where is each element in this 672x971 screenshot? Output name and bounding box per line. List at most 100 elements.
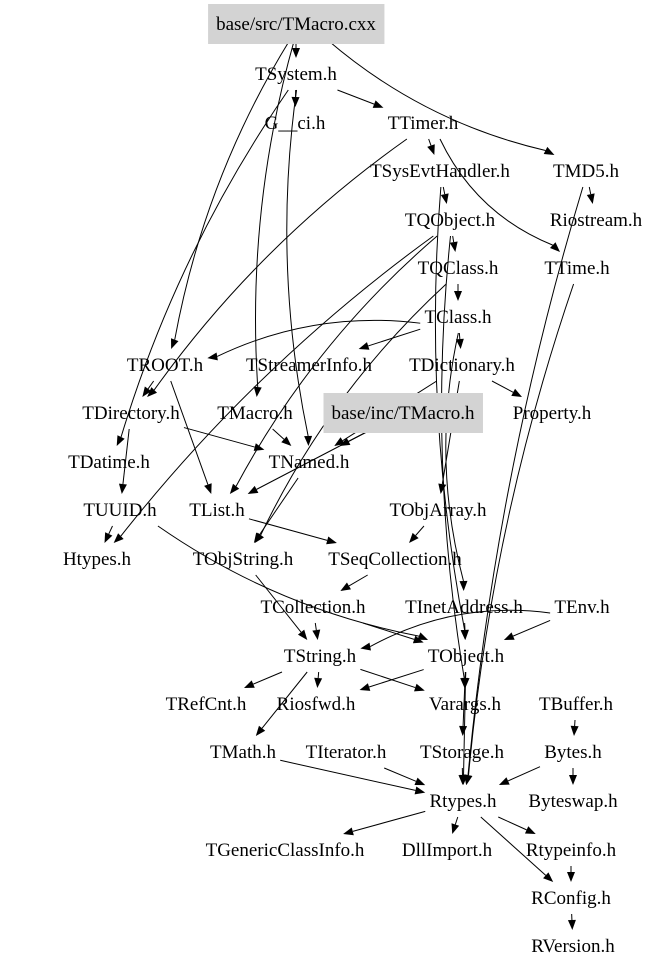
node-ttime[interactable]: TTime.h: [544, 258, 610, 279]
node-tsysevthandler[interactable]: TSysEvtHandler.h: [370, 161, 510, 182]
node-tenv[interactable]: TEnv.h: [554, 597, 610, 618]
node-tobjarray[interactable]: TObjArray.h: [389, 500, 487, 521]
edge-troot-to-tdirectory: [142, 380, 155, 397]
edge-line: [108, 525, 113, 535]
edge-tinetaddress-to-tobject: [460, 622, 469, 640]
arrowhead-icon: [543, 146, 555, 155]
arrowhead-icon: [314, 677, 323, 688]
node-tqobject[interactable]: TQObject.h: [405, 210, 496, 231]
node-tmath[interactable]: TMath.h: [210, 742, 276, 763]
arrowhead-icon: [255, 725, 266, 736]
node-tgenericclassinfo[interactable]: TGenericClassInfo.h: [206, 840, 365, 861]
node-troot[interactable]: TROOT.h: [127, 355, 204, 376]
edge-line: [507, 766, 541, 782]
edge-line: [498, 816, 527, 831]
node-g-ci[interactable]: G__ci.h: [265, 113, 326, 134]
arrowhead-icon: [511, 388, 522, 397]
node-tobject[interactable]: TObject.h: [428, 646, 505, 667]
node-property[interactable]: Property.h: [513, 403, 592, 424]
arrowhead-icon: [229, 483, 240, 494]
node-label: RVersion.h: [531, 936, 615, 957]
edge-tcollection-to-tobject: [362, 622, 424, 644]
node-byteswap[interactable]: Byteswap.h: [528, 791, 618, 812]
edge-line: [280, 759, 416, 791]
node-label: TSystem.h: [255, 64, 337, 85]
edge-rtypes-to-rtypeinfo: [498, 816, 536, 834]
node-rversion[interactable]: RVersion.h: [531, 936, 615, 957]
node-inc-tmacro-h[interactable]: base/inc/TMacro.h: [323, 393, 483, 433]
node-label: TList.h: [189, 500, 245, 521]
edge-line: [337, 89, 375, 105]
edge-tmacro-to-tnamed: [272, 428, 292, 446]
edge-bytes-to-rtypes: [498, 766, 541, 785]
edge-ttimer-to-ttime: [439, 138, 561, 252]
edge-inc_tmacro_h-to-tlist: [247, 428, 373, 494]
node-tsystem[interactable]: TSystem.h: [255, 64, 337, 85]
arrowhead-icon: [567, 872, 575, 882]
node-label: Htypes.h: [63, 549, 132, 570]
node-ttimer[interactable]: TTimer.h: [388, 113, 459, 134]
arrowhead-icon: [326, 536, 337, 545]
edge-line: [153, 138, 408, 391]
node-bytes[interactable]: Bytes.h: [544, 742, 602, 763]
node-tuuid[interactable]: TUUID.h: [83, 500, 157, 521]
node-tmacro[interactable]: TMacro.h: [217, 403, 293, 424]
node-label: TDatime.h: [68, 452, 150, 473]
node-label: Bytes.h: [544, 742, 602, 763]
arrowhead-icon: [253, 532, 263, 543]
arrowhead-icon: [142, 386, 152, 397]
arrowhead-icon: [409, 532, 419, 543]
arrowhead-icon: [118, 483, 127, 494]
node-tclass[interactable]: TClass.h: [424, 307, 492, 328]
node-trefcnt[interactable]: TRefCnt.h: [166, 694, 247, 715]
edge-line: [253, 671, 283, 685]
node-tnamed[interactable]: TNamed.h: [269, 452, 350, 473]
node-rtypes[interactable]: Rtypes.h: [429, 791, 497, 812]
node-riostream[interactable]: Riostream.h: [550, 210, 643, 231]
node-rconfig[interactable]: RConfig.h: [531, 888, 611, 909]
edge-line: [248, 518, 328, 541]
edge-tenv-to-tobject: [503, 619, 551, 640]
node-label: TClass.h: [424, 307, 492, 328]
edge-tseqcollection-to-tcollection: [340, 574, 368, 591]
node-tinetaddress[interactable]: TInetAddress.h: [405, 597, 523, 618]
node-tcollection[interactable]: TCollection.h: [260, 597, 366, 618]
node-highlight-box: [323, 393, 483, 433]
node-tdatime[interactable]: TDatime.h: [68, 452, 150, 473]
edge-line: [174, 39, 291, 340]
arrowhead-icon: [343, 827, 354, 836]
node-label: TMacro.h: [217, 403, 293, 424]
node-tmd5[interactable]: TMD5.h: [553, 161, 619, 182]
node-label: TRefCnt.h: [166, 694, 247, 715]
edge-line: [360, 668, 416, 689]
node-tdirectory[interactable]: TDirectory.h: [82, 403, 180, 424]
node-rtypeinfo[interactable]: Rtypeinfo.h: [526, 840, 617, 861]
node-tseqcollection[interactable]: TSeqCollection.h: [328, 549, 462, 570]
node-label: Property.h: [513, 403, 592, 424]
edge-line: [512, 619, 551, 637]
node-tlist[interactable]: TList.h: [189, 500, 245, 521]
node-label: TNamed.h: [269, 452, 350, 473]
node-label: TMath.h: [210, 742, 276, 763]
node-src-tmacro-cxx[interactable]: base/src/TMacro.cxx: [208, 4, 385, 44]
node-tstring[interactable]: TString.h: [284, 646, 357, 667]
node-label: Riosfwd.h: [277, 694, 356, 715]
node-titerator[interactable]: TIterator.h: [306, 742, 387, 763]
node-tbuffer[interactable]: TBuffer.h: [539, 694, 614, 715]
node-varargs[interactable]: Varargs.h: [429, 694, 501, 715]
node-dllimport[interactable]: DllImport.h: [402, 840, 493, 861]
node-htypes[interactable]: Htypes.h: [63, 549, 132, 570]
node-tqclass[interactable]: TQClass.h: [418, 258, 499, 279]
arrowhead-icon: [498, 777, 510, 785]
edge-tstring-to-tmath: [255, 671, 308, 736]
edge-line: [588, 186, 592, 195]
edge-tdirectory-to-tnamed: [183, 427, 265, 451]
node-tstreamerinfo[interactable]: TStreamerInfo.h: [246, 355, 373, 376]
node-riosfwd[interactable]: Riosfwd.h: [277, 694, 356, 715]
node-tstorage[interactable]: TStorage.h: [420, 742, 504, 763]
node-tobjstring[interactable]: TObjString.h: [193, 549, 294, 570]
node-label: TStreamerInfo.h: [246, 355, 373, 376]
node-tdictionary[interactable]: TDictionary.h: [409, 355, 515, 376]
edge-tcollection-to-tstring: [312, 622, 321, 640]
